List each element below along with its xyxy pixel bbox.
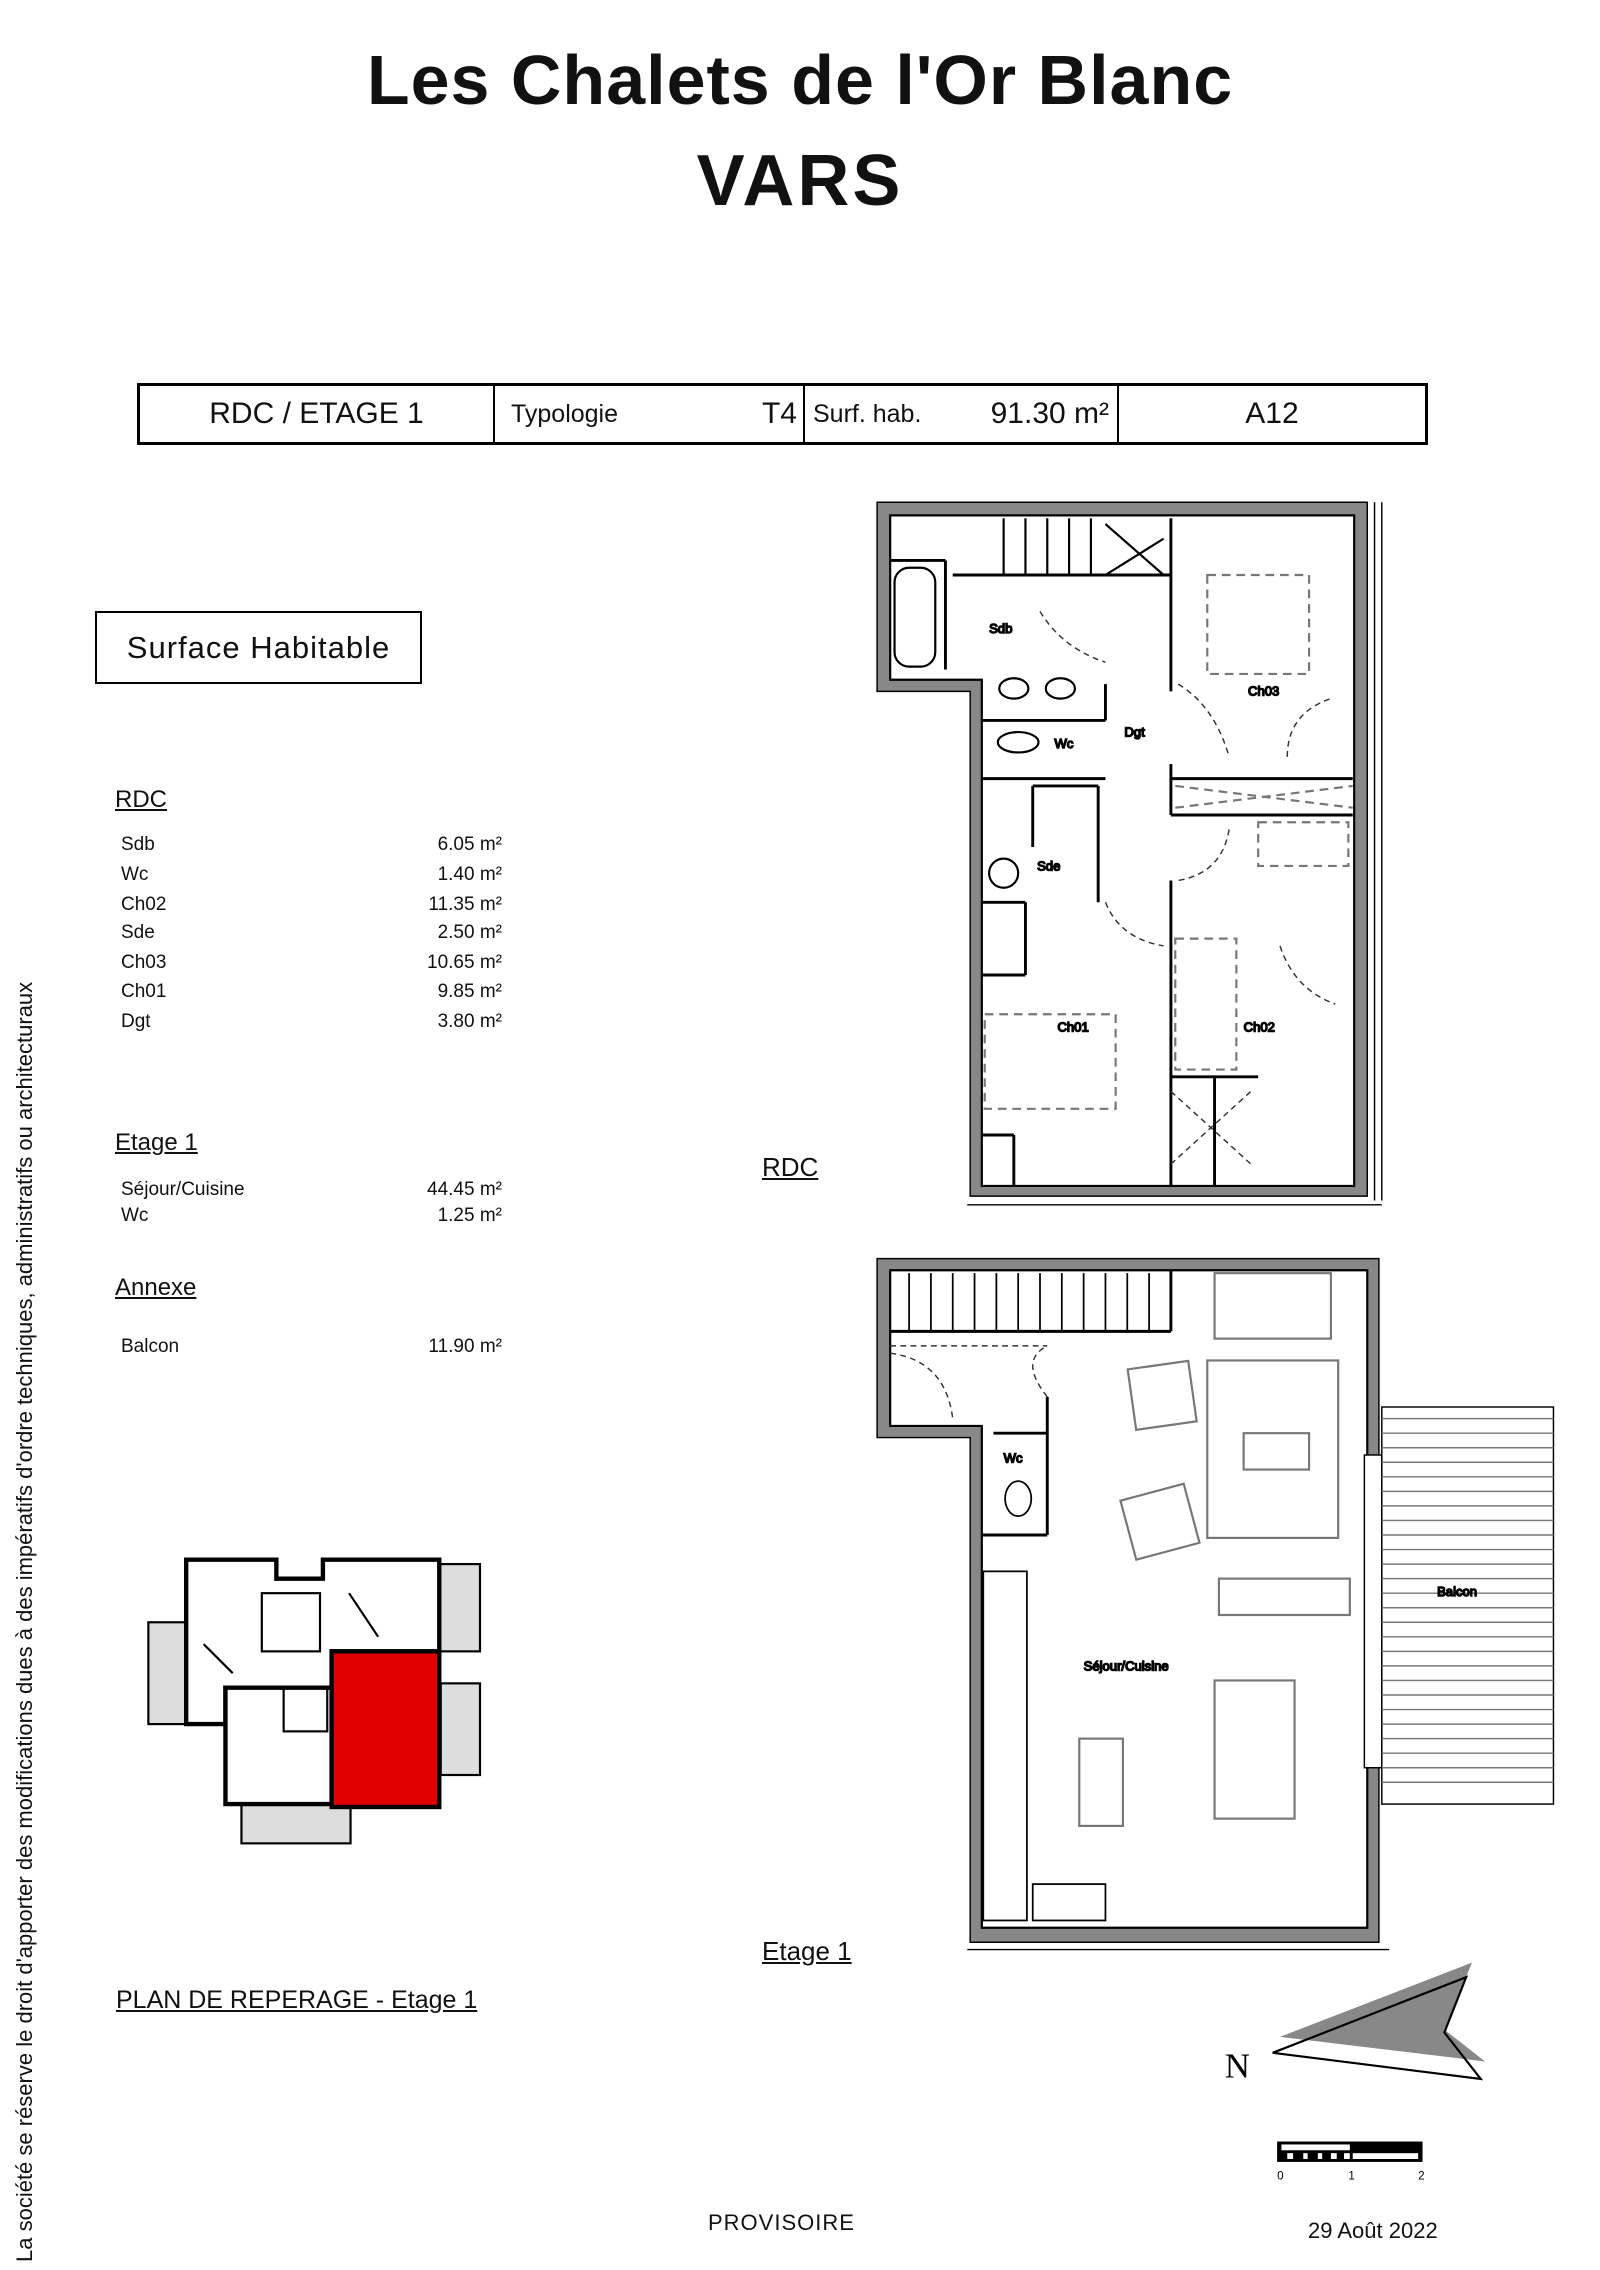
room-name: Dgt [121,1011,151,1032]
levels-cell: RDC / ETAGE 1 [140,386,495,442]
room-name: Wc [121,864,149,885]
room-area: 1.25 m² [437,1205,502,1226]
project-location: VARS [696,141,904,221]
project-title: Les Chalets de l'Or Blanc [366,41,1234,119]
surface-label: Surf. hab. [813,399,922,428]
section-title-rdc: RDC [115,786,167,813]
surface-cell: Surf. hab. 91.30 m² [805,386,1119,442]
room-name: Sdb [121,834,155,855]
highlighted-lot [329,1649,442,1810]
room-area: 6.05 m² [437,834,502,855]
typologie-value: T4 [761,397,797,430]
date-text: 29 Août 2022 [1308,2218,1438,2243]
room-name: Ch01 [121,981,167,1002]
room-label-wc-etage: Wc [1004,1450,1023,1465]
section-title-annexe: Annexe [115,1274,197,1301]
etage1-floor-plan: Wc Séjour/Cuisine Balcon [876,1257,1555,1951]
room-area: 10.65 m² [427,952,502,973]
room-area: 9.85 m² [437,981,502,1002]
lot-header-table: RDC / ETAGE 1 Typologie T4 Surf. hab. 91… [137,383,1428,445]
room-label-ch02: Ch02 [1244,1020,1275,1035]
scale-bar: 0 1 2 [1277,2141,1425,2182]
scale-tick-1: 1 [1348,2169,1354,2182]
north-arrow-icon: N [1225,1962,1486,2086]
typologie-cell: Typologie T4 [495,386,805,442]
locator-map [147,1557,482,1845]
lot-number-cell: A12 [1245,397,1299,430]
rdc-floor-plan: Sdb Wc Dgt Ch03 Sde Ch01 Ch02 [876,501,1383,1206]
room-label-ch01: Ch01 [1057,1020,1088,1035]
locator-caption: PLAN DE REPERAGE - Etage 1 [116,1986,478,2014]
etage1-plan-label: Etage 1 [762,1936,852,1966]
room-name: Sde [121,922,155,943]
list-item: Sde 2.50 m² [121,922,502,944]
surface-habitable-box: Surface Habitable [95,611,422,684]
room-area: 2.50 m² [437,922,502,943]
room-name: Ch02 [121,894,167,915]
room-label-sdb: Sdb [989,621,1012,636]
north-label: N [1225,2047,1250,2086]
room-label-dgt: Dgt [1124,724,1145,739]
list-item: Ch01 9.85 m² [121,981,502,1003]
status-text: PROVISOIRE [708,2210,855,2235]
list-item: Séjour/Cuisine 44.45 m² [121,1179,502,1201]
scale-tick-0: 0 [1277,2169,1284,2182]
room-label-balcon: Balcon [1437,1584,1477,1599]
room-area: 44.45 m² [427,1179,502,1200]
scale-tick-2: 2 [1418,2169,1424,2182]
rdc-plan-label: RDC [762,1152,819,1182]
room-area: 11.90 m² [428,1336,502,1357]
room-label-wc: Wc [1055,736,1074,751]
list-item: Sdb 6.05 m² [121,834,502,856]
room-name: Wc [121,1205,149,1226]
room-area: 11.35 m² [428,894,502,915]
list-item: Ch02 11.35 m² [121,894,502,916]
typologie-label: Typologie [511,399,619,428]
room-area: 1.40 m² [437,864,502,885]
room-label-sde: Sde [1037,858,1060,873]
list-item: Dgt 3.80 m² [121,1011,502,1033]
room-name: Séjour/Cuisine [121,1179,245,1200]
room-label-ch03: Ch03 [1248,684,1279,699]
room-name: Balcon [121,1336,180,1357]
list-item: Wc 1.25 m² [121,1205,502,1227]
surface-value: 91.30 m² [990,397,1109,430]
room-area: 3.80 m² [437,1011,502,1032]
room-name: Ch03 [121,952,167,973]
list-item: Ch03 10.65 m² [121,952,502,974]
list-item: Wc 1.40 m² [121,864,502,886]
section-title-etage1: Etage 1 [115,1129,198,1156]
room-label-sejour: Séjour/Cuisine [1084,1658,1169,1673]
balcony [1381,1406,1555,1805]
list-item: Balcon 11.90 m² [121,1336,502,1358]
